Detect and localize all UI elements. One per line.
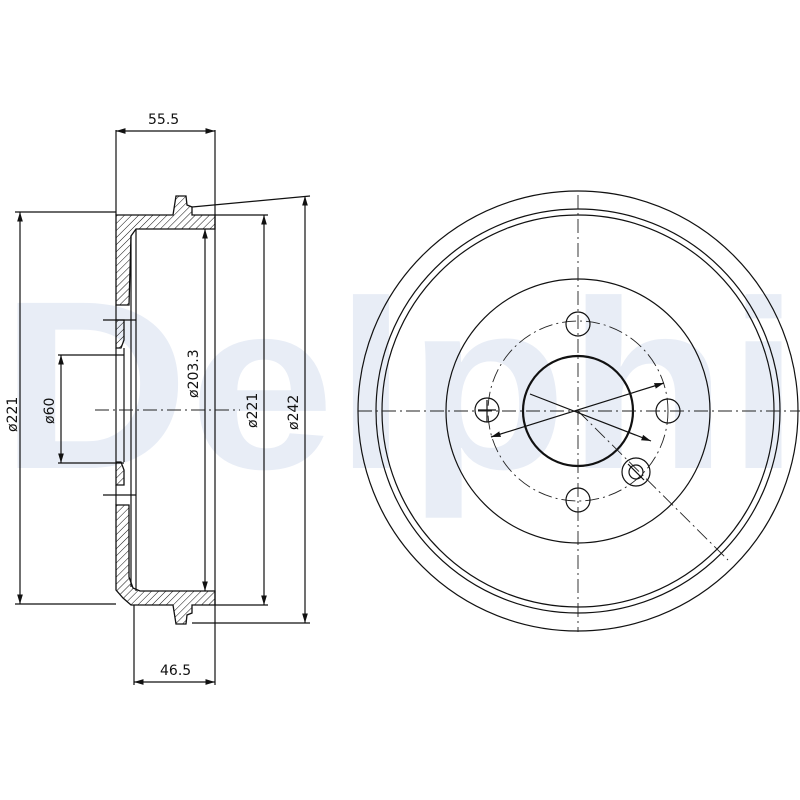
dim-label-braking-surface: ø203.3 [186, 349, 202, 398]
front-view [357, 190, 800, 632]
locating-screw-inner [628, 464, 644, 480]
hub-section-lower [115, 461, 125, 486]
top-flange-section [115, 195, 216, 306]
dim-label-outer-left: ø221 [5, 397, 21, 432]
dim-label-bottom-width: 46.5 [160, 663, 191, 679]
side-section-view: 55.5 46.5 ø221 ø60 ø203.3 ø221 ø242 [5, 112, 311, 685]
locating-screw-outer [621, 457, 651, 487]
dim-label-top-width: 55.5 [148, 112, 179, 128]
bore-dim-leader [529, 393, 652, 442]
dim-label-hub-bore: ø60 [42, 398, 58, 424]
dim-label-rim-diameter: ø221 [245, 393, 261, 428]
bolt-hole-top [565, 311, 591, 337]
hub-section-upper [115, 319, 125, 349]
bottom-flange-section [115, 504, 216, 625]
dim-label-outer-flange: ø242 [286, 395, 302, 430]
delphi-watermark: Delphi [0, 251, 800, 519]
pitch-dim-leader [490, 382, 665, 438]
